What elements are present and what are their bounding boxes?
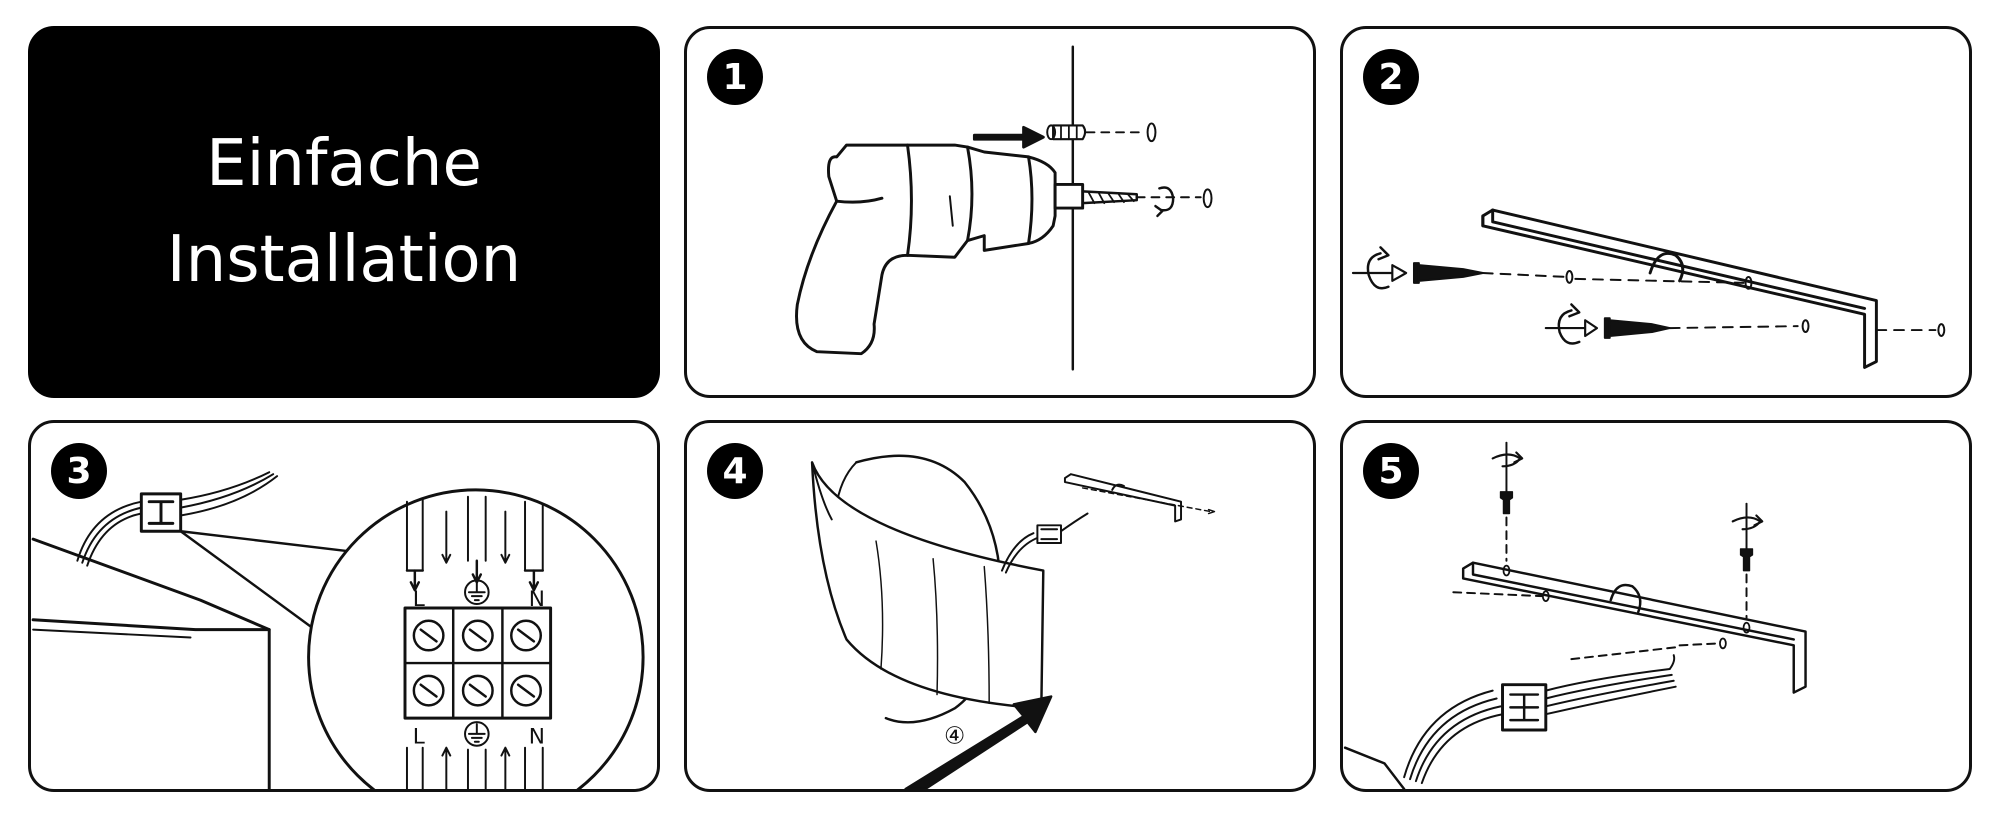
step-2-illustration: [1351, 208, 1946, 369]
small-bracket-icon: [1063, 473, 1183, 523]
mounting-bracket-icon: [1481, 208, 1878, 369]
screw-icon-2: [1603, 317, 1671, 339]
step-3-illustration: L N L N: [31, 471, 645, 789]
label-live-top: L: [413, 587, 425, 612]
step-2-panel: 2: [1340, 26, 1972, 398]
title-line-1: Einfache: [206, 127, 482, 201]
screw-icon-1: [1412, 262, 1484, 284]
page-title: Einfache Installation: [167, 116, 521, 308]
push-arrow-icon: [904, 695, 1053, 789]
wall-plate: [31, 537, 271, 789]
label-neutral-bottom: N: [529, 725, 545, 750]
label-live-bottom: L: [413, 725, 425, 750]
rotate-icon-right: [1557, 309, 1581, 345]
title-panel: Einfache Installation: [28, 26, 660, 398]
push-arrow-icon: [972, 125, 1045, 149]
connector-icon: [1036, 524, 1062, 545]
step-1-badge: 1: [707, 49, 763, 105]
step-4-illustration: ④: [810, 454, 1216, 789]
rotation-arrow-icon: [1158, 186, 1175, 212]
ground-icon-bottom: [464, 721, 490, 747]
label-neutral-top: N: [529, 587, 545, 612]
title-line-2: Installation: [166, 223, 522, 297]
screw-icon-2: [1739, 548, 1754, 572]
cable-bundle: [76, 500, 143, 567]
cable-bundle: [1403, 689, 1504, 785]
step-2-badge: 2: [1363, 49, 1419, 105]
step-3-badge: 3: [51, 443, 107, 499]
step-3-panel: 3: [28, 420, 660, 792]
step-5-panel: 5: [1340, 420, 1972, 792]
step-4-badge: 4: [707, 443, 763, 499]
rotate-icon-left: [1366, 252, 1390, 290]
step-1-illustration: [795, 45, 1213, 371]
step-5-illustration: [1343, 441, 1807, 789]
wall-lamp-icon: [810, 461, 1045, 710]
step-4-marker: ④: [944, 722, 965, 750]
ground-icon-top: [464, 579, 490, 606]
drill-icon: [795, 143, 1057, 356]
screw-icon-1: [1499, 491, 1514, 515]
step-5-badge: 5: [1363, 443, 1419, 499]
step-1-panel: 1: [684, 26, 1316, 398]
step-4-panel: 4 ④: [684, 420, 1316, 792]
